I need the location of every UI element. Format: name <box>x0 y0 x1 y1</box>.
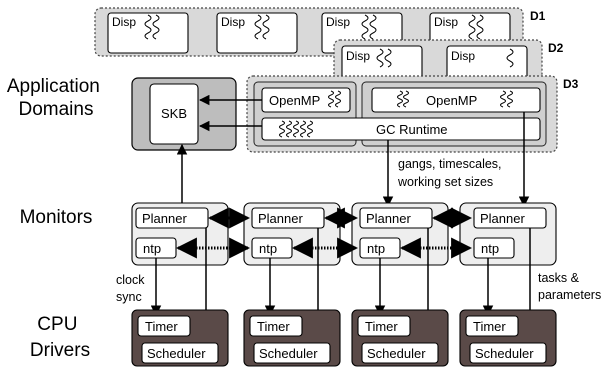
svg-text:Scheduler: Scheduler <box>147 346 206 361</box>
svg-text:Timer: Timer <box>145 319 178 334</box>
domain-d3-label: D3 <box>563 77 579 91</box>
svg-text:Planner: Planner <box>258 211 303 226</box>
openmp-box-left: OpenMP <box>261 87 351 113</box>
dispatcher-d2-1: Disp <box>341 45 423 83</box>
svg-text:Timer: Timer <box>473 319 506 334</box>
svg-text:Disp: Disp <box>112 15 136 29</box>
svg-text:Disp: Disp <box>434 15 458 29</box>
domain-d2: D2 Disp Disp <box>333 39 564 87</box>
svg-text:Disp: Disp <box>451 49 475 63</box>
cpu-driver-4: Timer Scheduler <box>459 309 557 367</box>
svg-text:ntp: ntp <box>481 241 499 256</box>
thread-icon <box>144 14 160 40</box>
domain-d2-label: D2 <box>548 41 564 55</box>
domain-d1: D1 Disp Disp Disp Disp <box>94 7 546 57</box>
cpu-driver-2: Timer Scheduler <box>243 309 341 367</box>
svg-text:Timer: Timer <box>365 319 398 334</box>
openmp-label-left: OpenMP <box>269 93 320 108</box>
domain-d1-label: D1 <box>530 9 546 23</box>
gc-runtime-label: GC Runtime <box>376 122 448 137</box>
thread-icon <box>328 90 341 108</box>
layer-label-application-domains: Application Domains <box>7 76 105 120</box>
svg-text:Scheduler: Scheduler <box>259 346 318 361</box>
openmp-label-right: OpenMP <box>426 93 477 108</box>
thread-icon <box>279 120 313 138</box>
cpu-driver-3: Timer Scheduler <box>351 309 449 367</box>
svg-text:ntp: ntp <box>367 241 385 256</box>
monitor-2: Planner ntp <box>243 202 341 266</box>
dispatcher-d1-1: Disp <box>216 12 298 54</box>
svg-text:Disp: Disp <box>346 49 370 63</box>
cpu-driver-1: Timer Scheduler <box>131 309 229 367</box>
layer-label-cpu-drivers: CPU Drivers <box>30 314 90 361</box>
svg-text:ntp: ntp <box>259 241 277 256</box>
svg-text:Planner: Planner <box>366 211 411 226</box>
thread-icon <box>361 14 377 40</box>
annotation-gangs: gangs, timescales, working set sizes <box>397 157 505 189</box>
monitor-1: Planner ntp <box>131 202 229 266</box>
svg-text:Planner: Planner <box>480 211 525 226</box>
svg-text:Disp: Disp <box>326 15 350 29</box>
domain-d3: D3 OpenMP OpenMP GC Runtime <box>246 75 579 153</box>
monitor-3: Planner ntp <box>351 202 449 266</box>
monitor-4: Planner ntp <box>459 202 557 266</box>
thread-icon <box>468 14 484 40</box>
svg-text:Timer: Timer <box>257 319 290 334</box>
skb-component: SKB <box>131 77 237 151</box>
openmp-box-right: OpenMP <box>371 87 541 113</box>
annotation-clock-sync: clock sync <box>116 273 148 304</box>
svg-text:Disp: Disp <box>221 15 245 29</box>
application-line-2: Domains <box>19 99 94 120</box>
svg-text:Scheduler: Scheduler <box>475 346 534 361</box>
thread-icon <box>254 14 270 40</box>
cpu-drivers-line-1: CPU <box>37 314 77 335</box>
svg-text:ntp: ntp <box>143 241 161 256</box>
gc-runtime-box: GC Runtime <box>261 117 541 141</box>
thread-icon <box>376 48 392 68</box>
dispatcher-d2-2: Disp <box>446 45 528 83</box>
thread-icon <box>506 48 514 68</box>
skb-label: SKB <box>161 106 187 121</box>
thread-icon <box>397 90 513 108</box>
svg-text:Planner: Planner <box>142 211 187 226</box>
cpu-drivers-line-2: Drivers <box>30 340 90 361</box>
layer-label-monitors: Monitors <box>20 207 93 228</box>
dispatcher-d1-0: Disp <box>107 12 189 54</box>
annotation-tasks: tasks & parameters <box>538 271 601 302</box>
application-line-1: Application <box>7 76 100 97</box>
svg-text:Scheduler: Scheduler <box>367 346 426 361</box>
